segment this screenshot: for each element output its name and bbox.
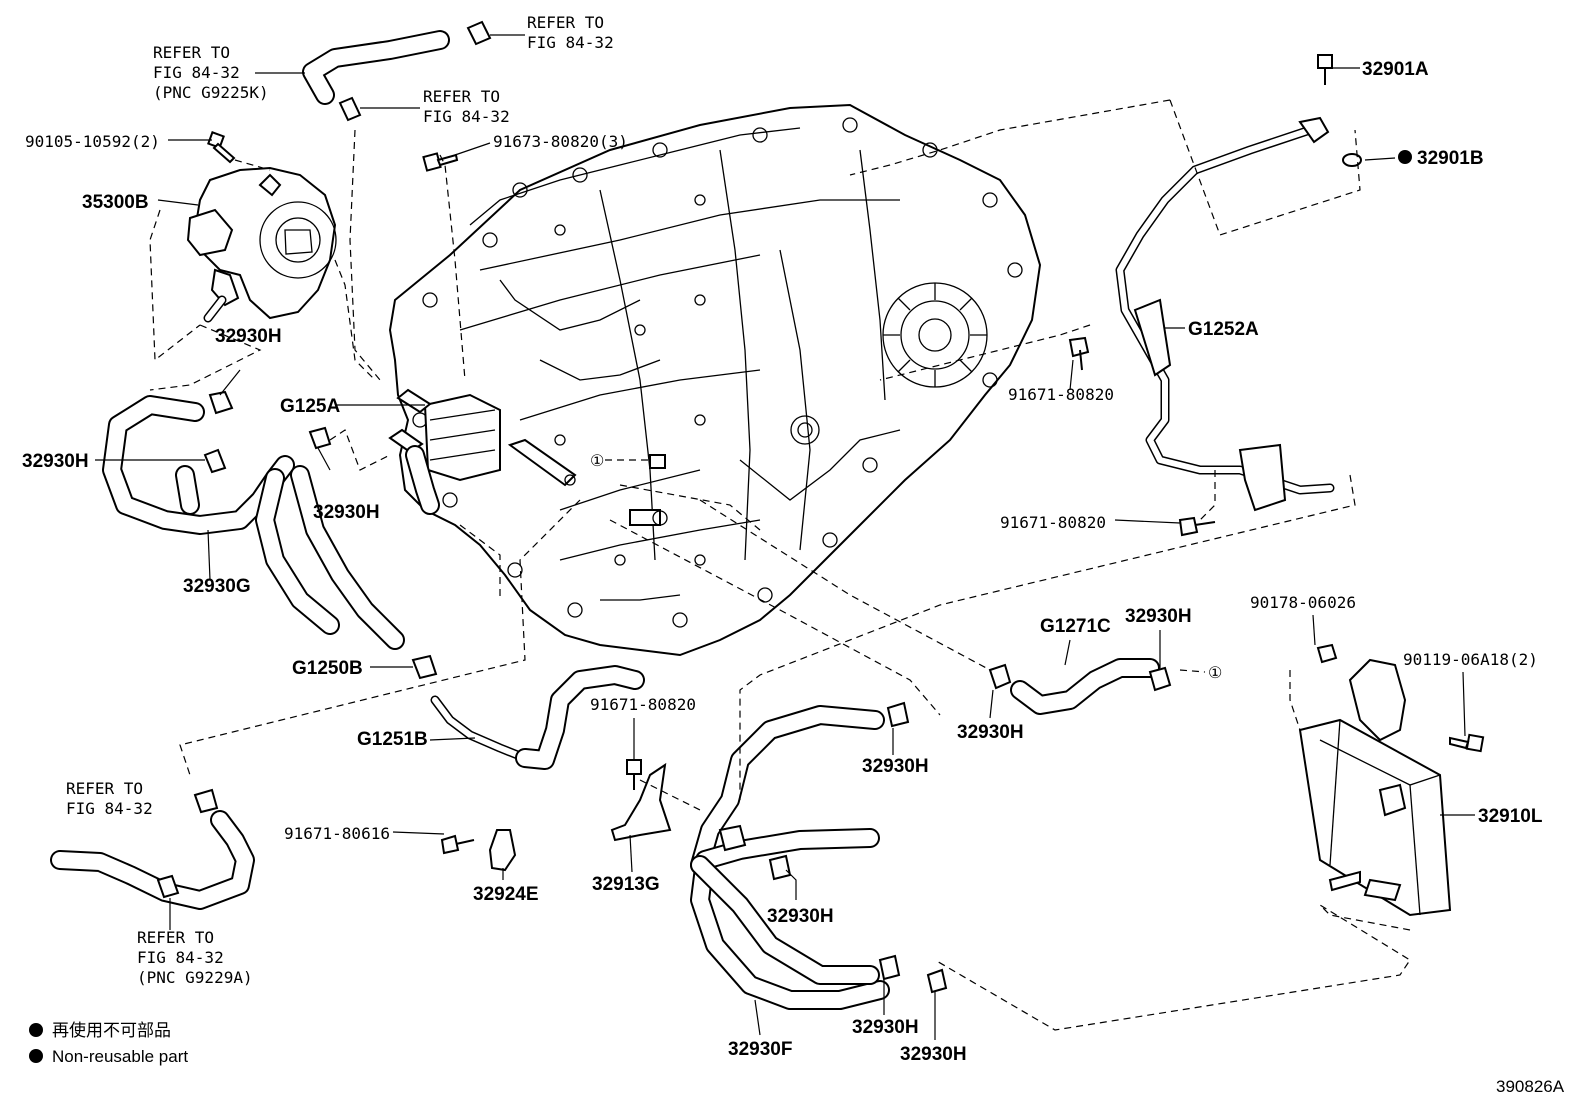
bolt-91671-80820-a <box>1068 336 1090 371</box>
ref-top-left-line1: REFER TO <box>153 43 230 62</box>
non-reusable-dot-32901B <box>1398 150 1412 164</box>
ref-mid-line1: REFER TO <box>423 87 500 106</box>
bolt-91673-80820 <box>422 152 459 172</box>
bolt-91671-80820-c <box>626 759 642 790</box>
oil-cooler-32910L <box>1298 658 1452 917</box>
ref-bottom-line1: REFER TO <box>137 928 214 947</box>
label-90105-10592: 90105-10592(2) <box>25 132 160 151</box>
ref-bl-line2: FIG 84-32 <box>66 799 153 818</box>
legend-en: Non-reusable part <box>52 1047 188 1066</box>
figure-id: 390826A <box>1496 1077 1565 1096</box>
ref-mid-line2: FIG 84-32 <box>423 107 510 126</box>
bolt-90105-10592 <box>207 131 236 164</box>
circle-ref-1-a: ① <box>590 451 604 470</box>
label-G1250B: G1250B <box>292 658 363 679</box>
bracket-32913G <box>610 762 672 842</box>
label-35300B: 35300B <box>82 192 149 213</box>
label-32924E: 32924E <box>473 884 539 905</box>
circle-ref-1-b: ① <box>1208 663 1222 682</box>
label-G1271C: G1271C <box>1040 616 1111 637</box>
labels: REFER TO FIG 84-32 REFER TO FIG 84-32 (P… <box>22 13 1565 1096</box>
bolt-90119-06A18 <box>1449 733 1485 753</box>
legend-jp: 再使用不可部品 <box>52 1020 171 1040</box>
bolt-91671-80616 <box>440 834 475 855</box>
bolt-91671-80820-b <box>1178 516 1216 537</box>
label-32930H-c: 32930H <box>313 502 380 523</box>
label-32913G: 32913G <box>592 874 660 895</box>
label-G125A: G125A <box>280 396 340 417</box>
label-32901A: 32901A <box>1362 59 1429 80</box>
bracket-32924E <box>488 829 517 872</box>
label-91671-80820-c: 91671-80820 <box>590 695 696 714</box>
label-91671-80820-b: 91671-80820 <box>1000 513 1106 532</box>
nut-90178-06026 <box>1316 643 1338 664</box>
ref-top-left-line2: FIG 84-32 <box>153 63 240 82</box>
ref-top-left-line3: (PNC G9225K) <box>153 83 269 102</box>
label-32930F: 32930F <box>728 1039 792 1060</box>
label-32930H-h: 32930H <box>852 1017 919 1038</box>
leader-lines <box>95 34 1475 1040</box>
ref-top-right-line2: FIG 84-32 <box>527 33 614 52</box>
ref-top-right-line1: REFER TO <box>527 13 604 32</box>
label-G1252A: G1252A <box>1188 319 1259 340</box>
label-32910L: 32910L <box>1478 806 1543 827</box>
label-G1251B: G1251B <box>357 729 428 750</box>
label-90178-06026: 90178-06026 <box>1250 593 1356 612</box>
label-91671-80820-a: 91671-80820 <box>1008 385 1114 404</box>
label-90119-06A18: 90119-06A18(2) <box>1403 650 1538 669</box>
ref-bottom-line2: FIG 84-32 <box>137 948 224 967</box>
pipe-G1251B <box>430 695 530 763</box>
label-32930H-d: 32930H <box>1125 606 1192 627</box>
guide-lines <box>149 99 1411 1031</box>
electric-pump-35300B <box>186 166 337 323</box>
label-32930H-e: 32930H <box>957 722 1024 743</box>
washer-32901B <box>1342 153 1362 167</box>
label-32930H-g: 32930H <box>767 906 834 927</box>
legend-dot-jp <box>29 1023 43 1037</box>
label-32930G: 32930G <box>183 576 251 597</box>
label-32930H-b: 32930H <box>22 451 89 472</box>
label-91673-80820: 91673-80820(3) <box>493 132 628 151</box>
transaxle-assembly <box>388 103 1042 657</box>
ref-bl-line1: REFER TO <box>66 779 143 798</box>
label-91671-80616: 91671-80616 <box>284 824 390 843</box>
legend-dot-en <box>29 1049 43 1063</box>
clamps <box>156 20 1172 994</box>
label-32901B: 32901B <box>1417 148 1484 169</box>
ref-bottom-line3: (PNC G9229A) <box>137 968 253 987</box>
label-32930H-i: 32930H <box>900 1044 967 1065</box>
label-32930H-f: 32930H <box>862 756 929 777</box>
bolt-32901A <box>1317 54 1333 85</box>
label-32930H-a: 32930H <box>215 326 282 347</box>
